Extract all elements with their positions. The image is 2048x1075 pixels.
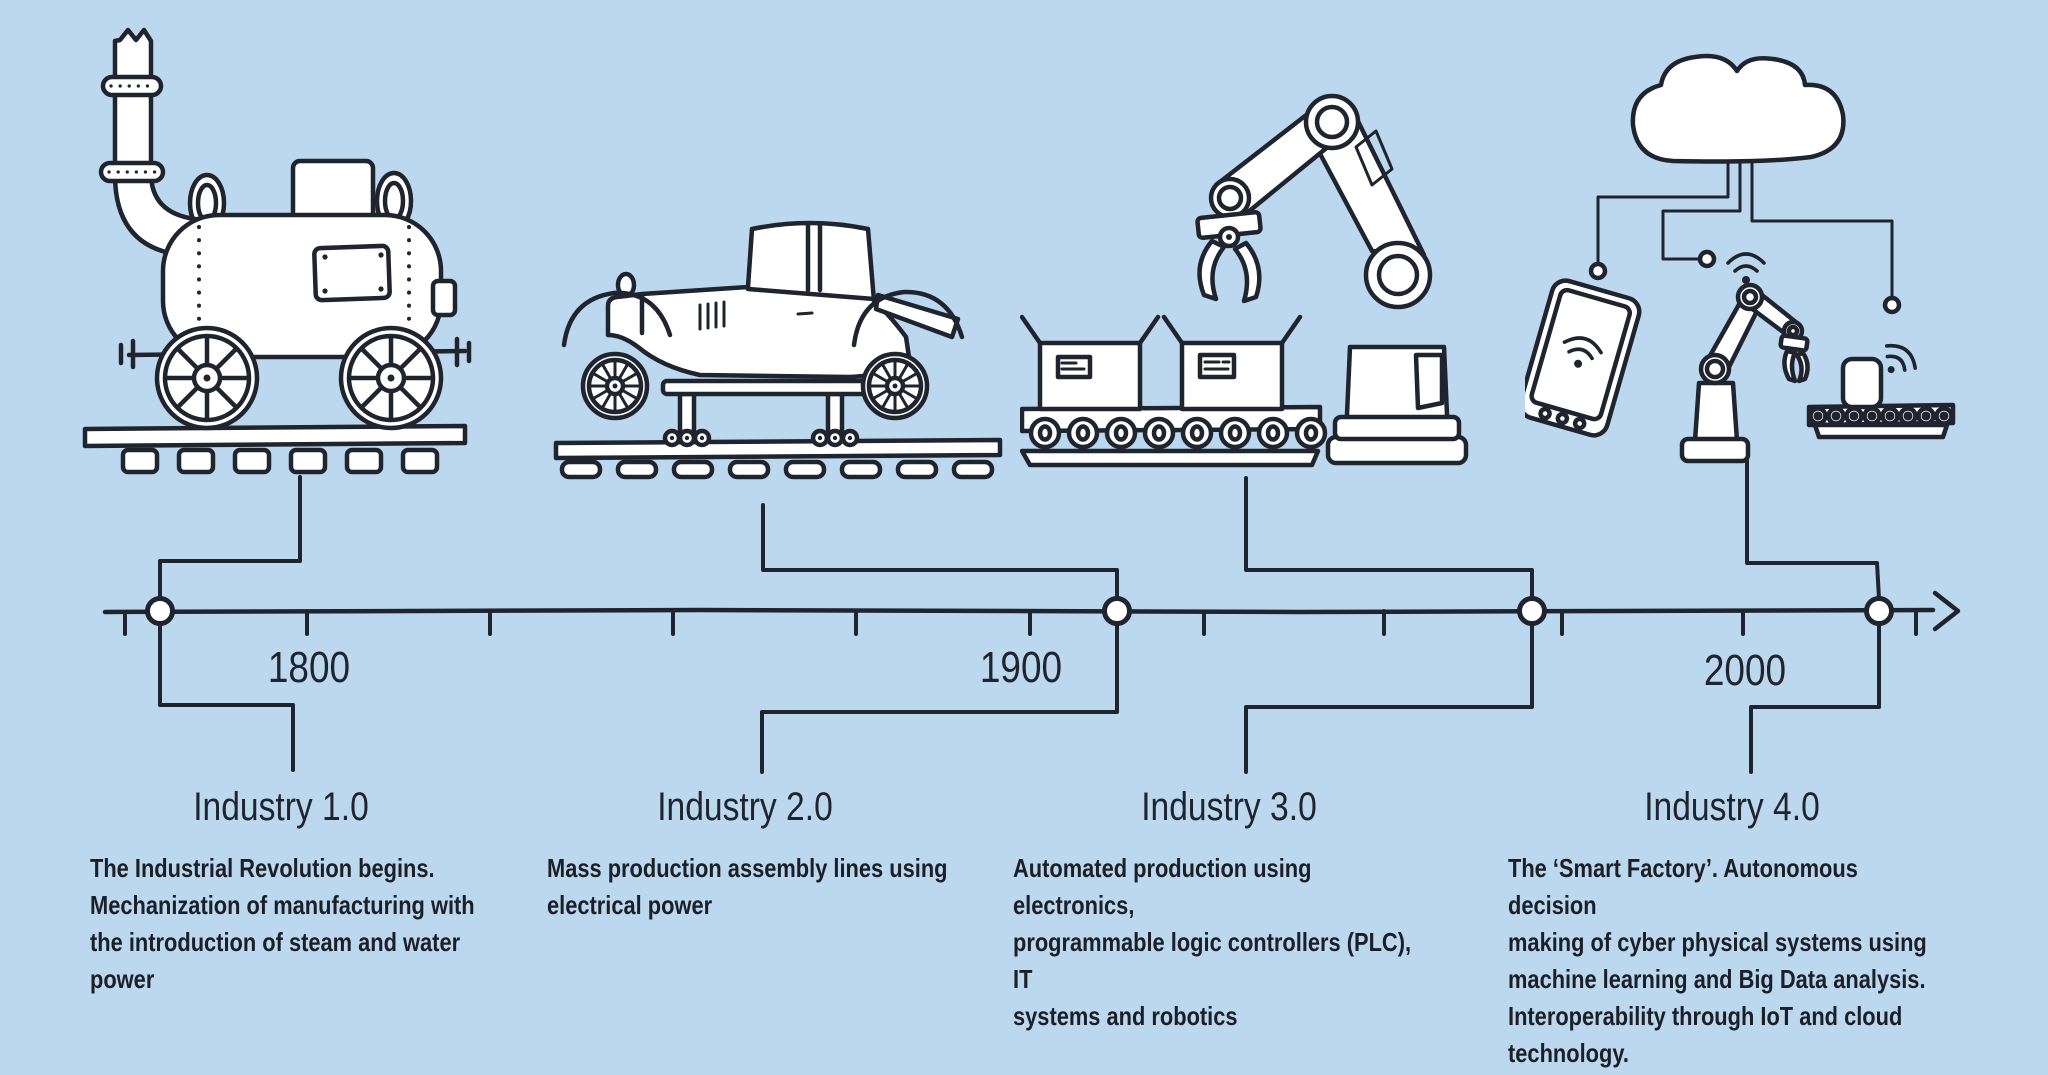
section-description-industry-1: The Industrial Revolution begins. Mechan…	[90, 853, 475, 994]
section-description-industry-4: The ‘Smart Factory’. Autonomous decision…	[1508, 853, 1927, 1068]
section-description-industry-3: Automated production using electronics, …	[1013, 853, 1412, 1031]
rail-track	[82, 423, 468, 475]
connector-industry-3-bottom	[1244, 622, 1534, 774]
section-description-industry-2: Mass production assembly lines using ele…	[547, 853, 948, 920]
package	[1840, 356, 1884, 410]
connector-industry-4-bottom	[1749, 622, 1881, 774]
steam-locomotive-illustration	[82, 27, 472, 475]
year-label-1800: 1800	[267, 643, 351, 692]
wifi-icon	[1885, 343, 1917, 374]
section-title-industry-1: Industry 1.0	[193, 785, 369, 829]
connector-industry-1-top	[158, 475, 302, 601]
locomotive-body	[98, 27, 458, 360]
timeline-node-1	[145, 596, 175, 626]
front-fender	[561, 290, 673, 348]
year-label-2000: 2000	[1703, 646, 1787, 695]
wifi-icon	[1726, 252, 1766, 284]
connector-industry-4-top	[1745, 458, 1881, 601]
vintage-car-illustration	[553, 220, 1003, 480]
gripper-claw	[1232, 240, 1262, 304]
iot-smart-factory-illustration	[1525, 53, 1956, 464]
section-title-industry-2: Industry 2.0	[657, 785, 833, 829]
mini-conveyor	[1806, 402, 1956, 440]
small-robot-arm	[1679, 282, 1810, 464]
section-title-industry-4: Industry 4.0	[1644, 785, 1820, 829]
rear-fender	[851, 289, 965, 348]
timeline-node-3	[1517, 596, 1547, 626]
section-title-industry-3: Industry 3.0	[1141, 785, 1317, 829]
gripper-claw	[1197, 238, 1227, 302]
cloud-icon	[1630, 53, 1846, 164]
connector-industry-2-bottom	[760, 622, 1119, 774]
connector-industry-2-top	[761, 503, 1119, 601]
year-label-1900: 1900	[979, 643, 1063, 692]
network-wires	[1588, 159, 1902, 315]
robot-arm	[1195, 93, 1469, 466]
timeline-node-4	[1864, 596, 1894, 626]
arrow-head-icon	[1932, 590, 1961, 632]
car-body	[605, 220, 961, 380]
timeline-node-2	[1102, 596, 1132, 626]
cardboard-box	[1161, 314, 1303, 412]
robotic-arm-illustration	[1020, 93, 1469, 468]
connector-industry-3-top	[1244, 476, 1534, 601]
connector-industry-1-bottom	[158, 622, 295, 772]
tablet-icon	[1525, 278, 1642, 438]
cardboard-box	[1020, 314, 1161, 412]
